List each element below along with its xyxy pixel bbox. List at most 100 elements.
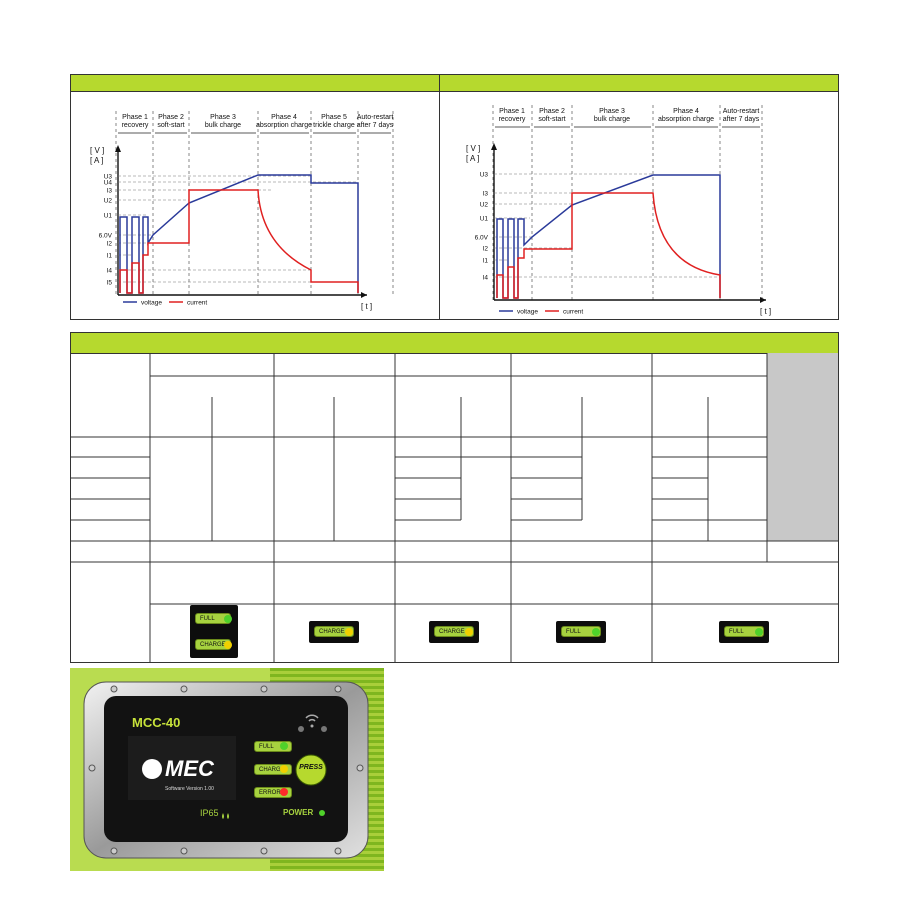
indicator-light-icon	[298, 726, 304, 732]
current-curve	[119, 189, 359, 294]
phase-number-label: Phase 4	[673, 108, 699, 115]
y-level-label: U1	[480, 216, 489, 223]
legend-label: current	[187, 300, 207, 307]
phase-name-label: soft-start	[538, 116, 565, 123]
y-level-label: 6.0V	[99, 233, 113, 240]
y-axis-unit-label: [ A ]	[466, 154, 479, 163]
press-button-circle	[295, 754, 327, 786]
grey-column	[767, 353, 838, 541]
y-axis-unit-label: [ V ]	[90, 146, 104, 155]
chart-panel-header	[71, 75, 440, 92]
indicator-full-label: FULL	[724, 626, 764, 637]
y-axis-unit-label: [ V ]	[466, 144, 480, 153]
device-led-error: ERROR	[254, 787, 292, 798]
device-brand-logo: MEC	[165, 756, 214, 781]
y-level-label: I3	[107, 188, 113, 195]
indicator-light-icon	[321, 726, 327, 732]
current-curve	[496, 192, 721, 299]
phase-name-label: bulk charge	[594, 116, 630, 123]
indicator-charge: CHARGE	[309, 621, 359, 643]
phase-number-label: Auto-restart	[723, 108, 760, 115]
droplet-icon	[222, 813, 224, 819]
phase-name-label: recovery	[499, 116, 526, 123]
x-axis-arrow-icon	[760, 297, 766, 303]
led-red-icon	[280, 788, 288, 796]
phase-name-label: trickle charge	[313, 122, 355, 129]
x-axis-unit-label: [ t ]	[760, 307, 771, 316]
wifi-icon	[305, 714, 319, 722]
indicator-full-label: FULL	[561, 626, 601, 637]
phase-number-label: Phase 3	[599, 108, 625, 115]
indicator-full-charge: FULL CHARGE	[190, 605, 238, 658]
charger-device-image: MCC-40 MEC Software Version 1.00 IP65 FU…	[70, 668, 384, 871]
led-yellow-icon	[280, 765, 288, 773]
mec-logo-icon	[142, 759, 162, 779]
legend-label: current	[563, 309, 583, 316]
y-level-label: U2	[104, 198, 113, 205]
chart-panel-header	[440, 75, 838, 92]
device-led-full: FULL	[254, 741, 292, 752]
y-axis-arrow-icon	[115, 145, 121, 152]
device-model-label: MCC-40	[132, 715, 181, 730]
phase-number-label: Phase 1	[122, 114, 148, 121]
phase-number-label: Phase 2	[539, 108, 565, 115]
led-green-icon	[755, 628, 763, 636]
y-level-label: I3	[483, 191, 489, 198]
led-green-icon	[280, 742, 288, 750]
press-button[interactable]: PRESS	[299, 764, 323, 771]
phase-name-label: absorption charge	[256, 122, 312, 129]
power-label: POWER	[283, 808, 314, 817]
indicator-full: FULL	[719, 621, 769, 643]
led-yellow-icon	[345, 628, 353, 636]
table-grid	[71, 353, 838, 662]
power-led-icon	[319, 810, 325, 816]
phase-name-label: after 7 days	[723, 116, 760, 123]
device-led-charge: CHARGE	[254, 764, 292, 775]
y-level-label: I4	[107, 268, 113, 275]
phase-name-label: absorption charge	[658, 116, 714, 123]
y-level-label: I2	[483, 246, 489, 253]
y-level-label: U3	[480, 172, 489, 179]
led-yellow-icon	[224, 641, 232, 649]
phase-number-label: Phase 1	[499, 108, 525, 115]
charging-table: FULL CHARGE CHARGE CHARGE FULL FULL	[70, 332, 839, 663]
x-axis-unit-label: [ t ]	[361, 302, 372, 311]
voltage-curve	[119, 174, 359, 294]
led-green-icon	[224, 615, 232, 623]
phase-name-label: bulk charge	[205, 122, 241, 129]
y-level-label: I4	[483, 275, 489, 282]
y-axis-unit-label: [ A ]	[90, 156, 103, 165]
indicator-full: FULL	[556, 621, 606, 643]
phase-number-label: Phase 2	[158, 114, 184, 121]
table-header-bar	[71, 333, 838, 354]
phase-number-label: Phase 5	[321, 114, 347, 121]
y-level-label: U1	[104, 213, 113, 220]
phase-number-label: Auto-restart	[357, 114, 394, 121]
charger-device-illustration	[70, 668, 384, 871]
led-yellow-icon	[465, 628, 473, 636]
screw-icons	[88, 685, 364, 855]
legend-label: voltage	[141, 300, 162, 307]
x-axis-arrow-icon	[361, 292, 367, 298]
ip-rating-label: IP65	[200, 808, 219, 818]
y-level-label: I2	[107, 241, 113, 248]
software-version-label: Software Version 1.00	[165, 786, 214, 792]
y-level-label: U3	[104, 174, 113, 181]
indicator-charge: CHARGE	[429, 621, 479, 643]
phase-number-label: Phase 3	[210, 114, 236, 121]
phase-name-label: recovery	[122, 122, 149, 129]
phase-name-label: after 7 days	[357, 122, 394, 129]
legend-label: voltage	[517, 309, 538, 316]
y-level-label: I1	[107, 253, 113, 260]
y-level-label: I1	[483, 258, 489, 265]
y-level-label: U4	[104, 180, 113, 187]
phase-name-label: soft-start	[157, 122, 184, 129]
led-green-icon	[592, 628, 600, 636]
y-level-label: U2	[480, 202, 489, 209]
grid-lines	[71, 353, 838, 662]
droplet-icon	[227, 813, 229, 819]
